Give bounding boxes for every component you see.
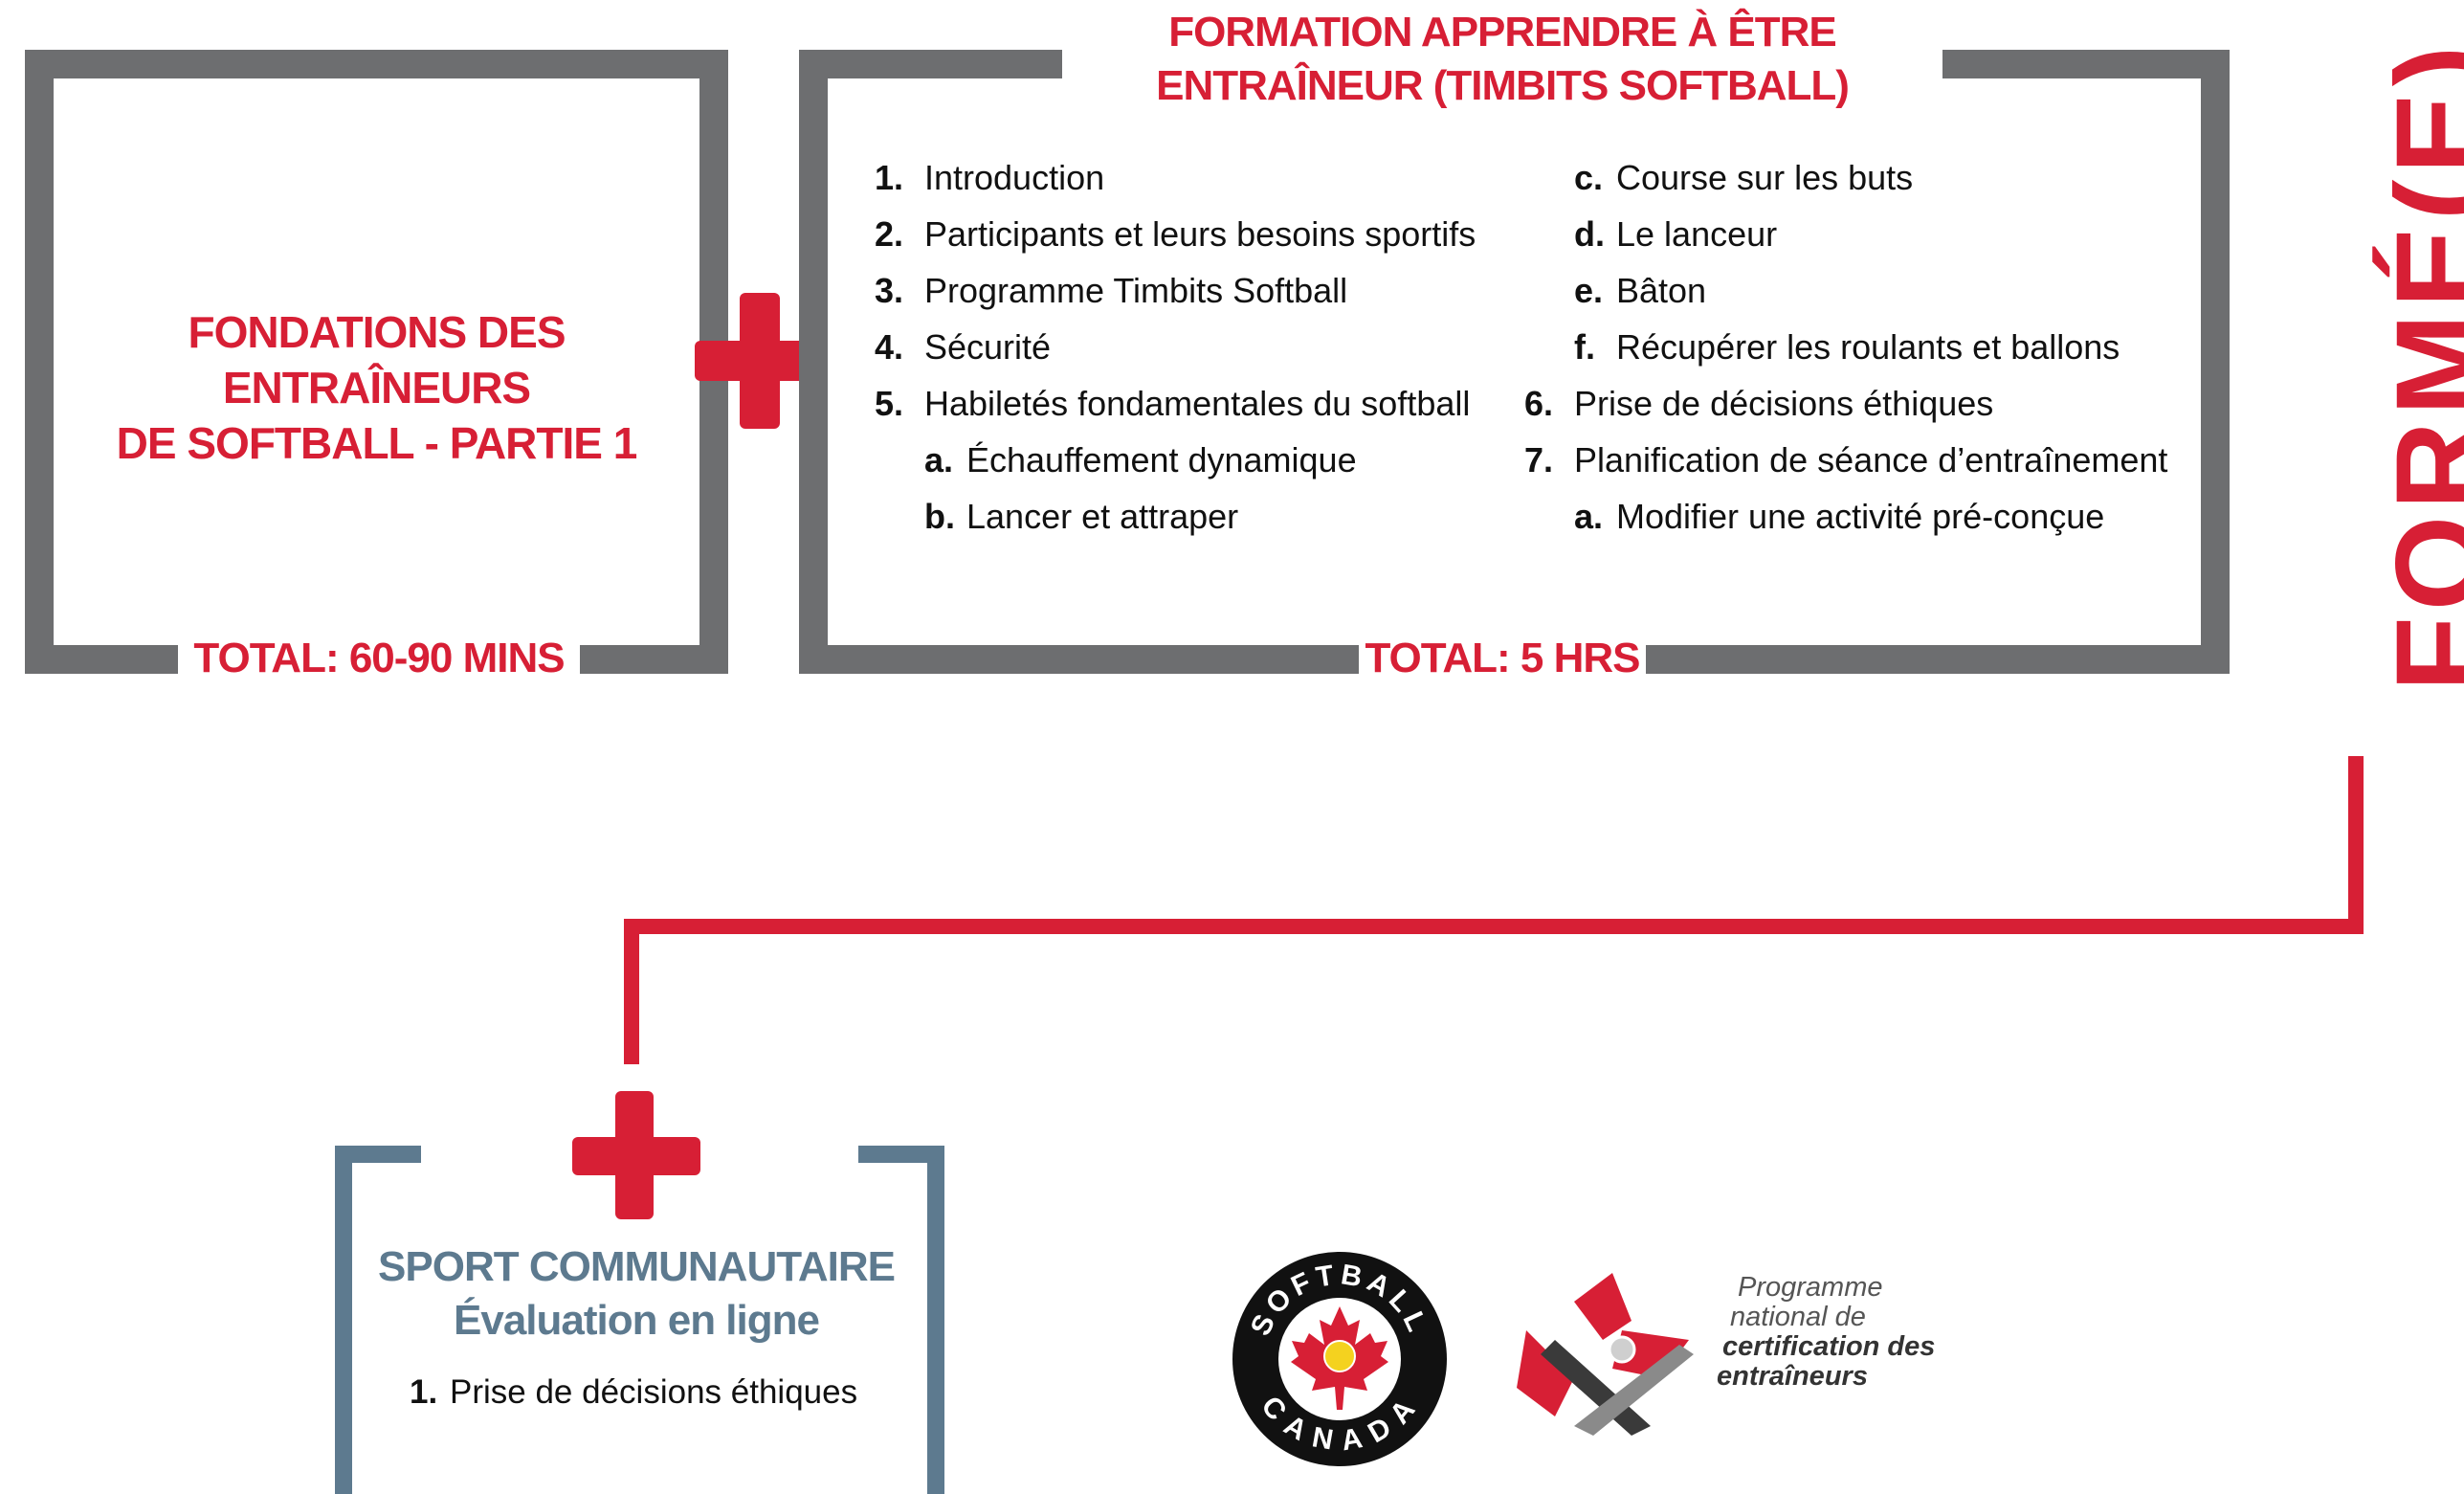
pnce-line1: Programme: [1738, 1272, 1883, 1303]
list-item: 4.Sécurité: [875, 327, 1052, 367]
box3-title-line2: Évaluation en ligne: [454, 1297, 820, 1344]
box2-title-gap: [1062, 38, 1942, 86]
softball-canada-logo: SOFTBALL CANADA: [1230, 1249, 1450, 1469]
box3-right-bracket: [858, 1146, 944, 1494]
box1-title-line2: DE SOFTBALL - PARTIE 1: [116, 418, 638, 468]
status-word-forme: FORMÉ(E): [2371, 39, 2464, 692]
list-item: 2.Participants et leurs besoins sportifs: [875, 214, 1476, 254]
box1-title-line1: FONDATIONS DES ENTRAÎNEURS: [188, 307, 566, 413]
list-item: f.Récupérer les roulants et ballons: [1574, 327, 2120, 367]
box3-left-bracket: [335, 1146, 421, 1494]
pnce-line3: certification des: [1722, 1331, 1936, 1362]
box1-total: TOTAL: 60-90 MINS: [178, 630, 580, 687]
box1-title: FONDATIONS DES ENTRAÎNEURS DE SOFTBALL -…: [54, 304, 699, 471]
list-item: 1.Introduction: [875, 158, 1105, 197]
connector-line-vertical-right: [2348, 756, 2364, 934]
box2-title-line1: FORMATION APPRENDRE À ÊTRE: [1168, 9, 1837, 56]
softball-canada-logo-graphic: SOFTBALL CANADA: [1232, 1252, 1447, 1466]
box2-total: TOTAL: 5 HRS: [1359, 630, 1646, 687]
box3-title: SPORT COMMUNAUTAIRE Évaluation en ligne: [364, 1240, 909, 1348]
list-item: d.Le lanceur: [1574, 214, 1778, 254]
box3-title-line1: SPORT COMMUNAUTAIRE: [378, 1243, 896, 1290]
plus-icon-2-horizontal: [572, 1137, 700, 1175]
list-item: c.Course sur les buts: [1574, 158, 1914, 197]
box2-title-line2: ENTRAÎNEUR (TIMBITS SOFTBALL): [1156, 62, 1850, 109]
list-item: 7.Planification de séance d’entraînement: [1524, 440, 2168, 479]
box2-title: FORMATION APPRENDRE À ÊTRE ENTRAÎNEUR (T…: [1062, 6, 1942, 113]
pnce-line2: national de: [1730, 1302, 1866, 1332]
list-item: 5.Habiletés fondamentales du softball: [875, 384, 1471, 423]
list-item: b.Lancer et attraper: [924, 497, 1239, 536]
pnce-logo: Programme national de certification des …: [1517, 1273, 1957, 1445]
connector-line-vertical-left: [624, 919, 639, 1064]
list-item: 1.Prise de décisions éthiques: [410, 1373, 858, 1411]
connector-line-horizontal: [624, 919, 2364, 934]
list-item: 3.Programme Timbits Softball: [875, 271, 1348, 310]
list-item: a.Modifier une activité pré-conçue: [1574, 497, 2105, 536]
pnce-logo-graphic: [1517, 1273, 1694, 1436]
list-item: a.Échauffement dynamique: [924, 440, 1357, 479]
list-item: e.Bâton: [1574, 271, 1707, 310]
pnce-line4: entraîneurs: [1717, 1361, 1868, 1392]
list-item: 6.Prise de décisions éthiques: [1524, 384, 1994, 423]
pnce-logo-text: Programme national de certification des …: [1717, 1272, 1936, 1392]
